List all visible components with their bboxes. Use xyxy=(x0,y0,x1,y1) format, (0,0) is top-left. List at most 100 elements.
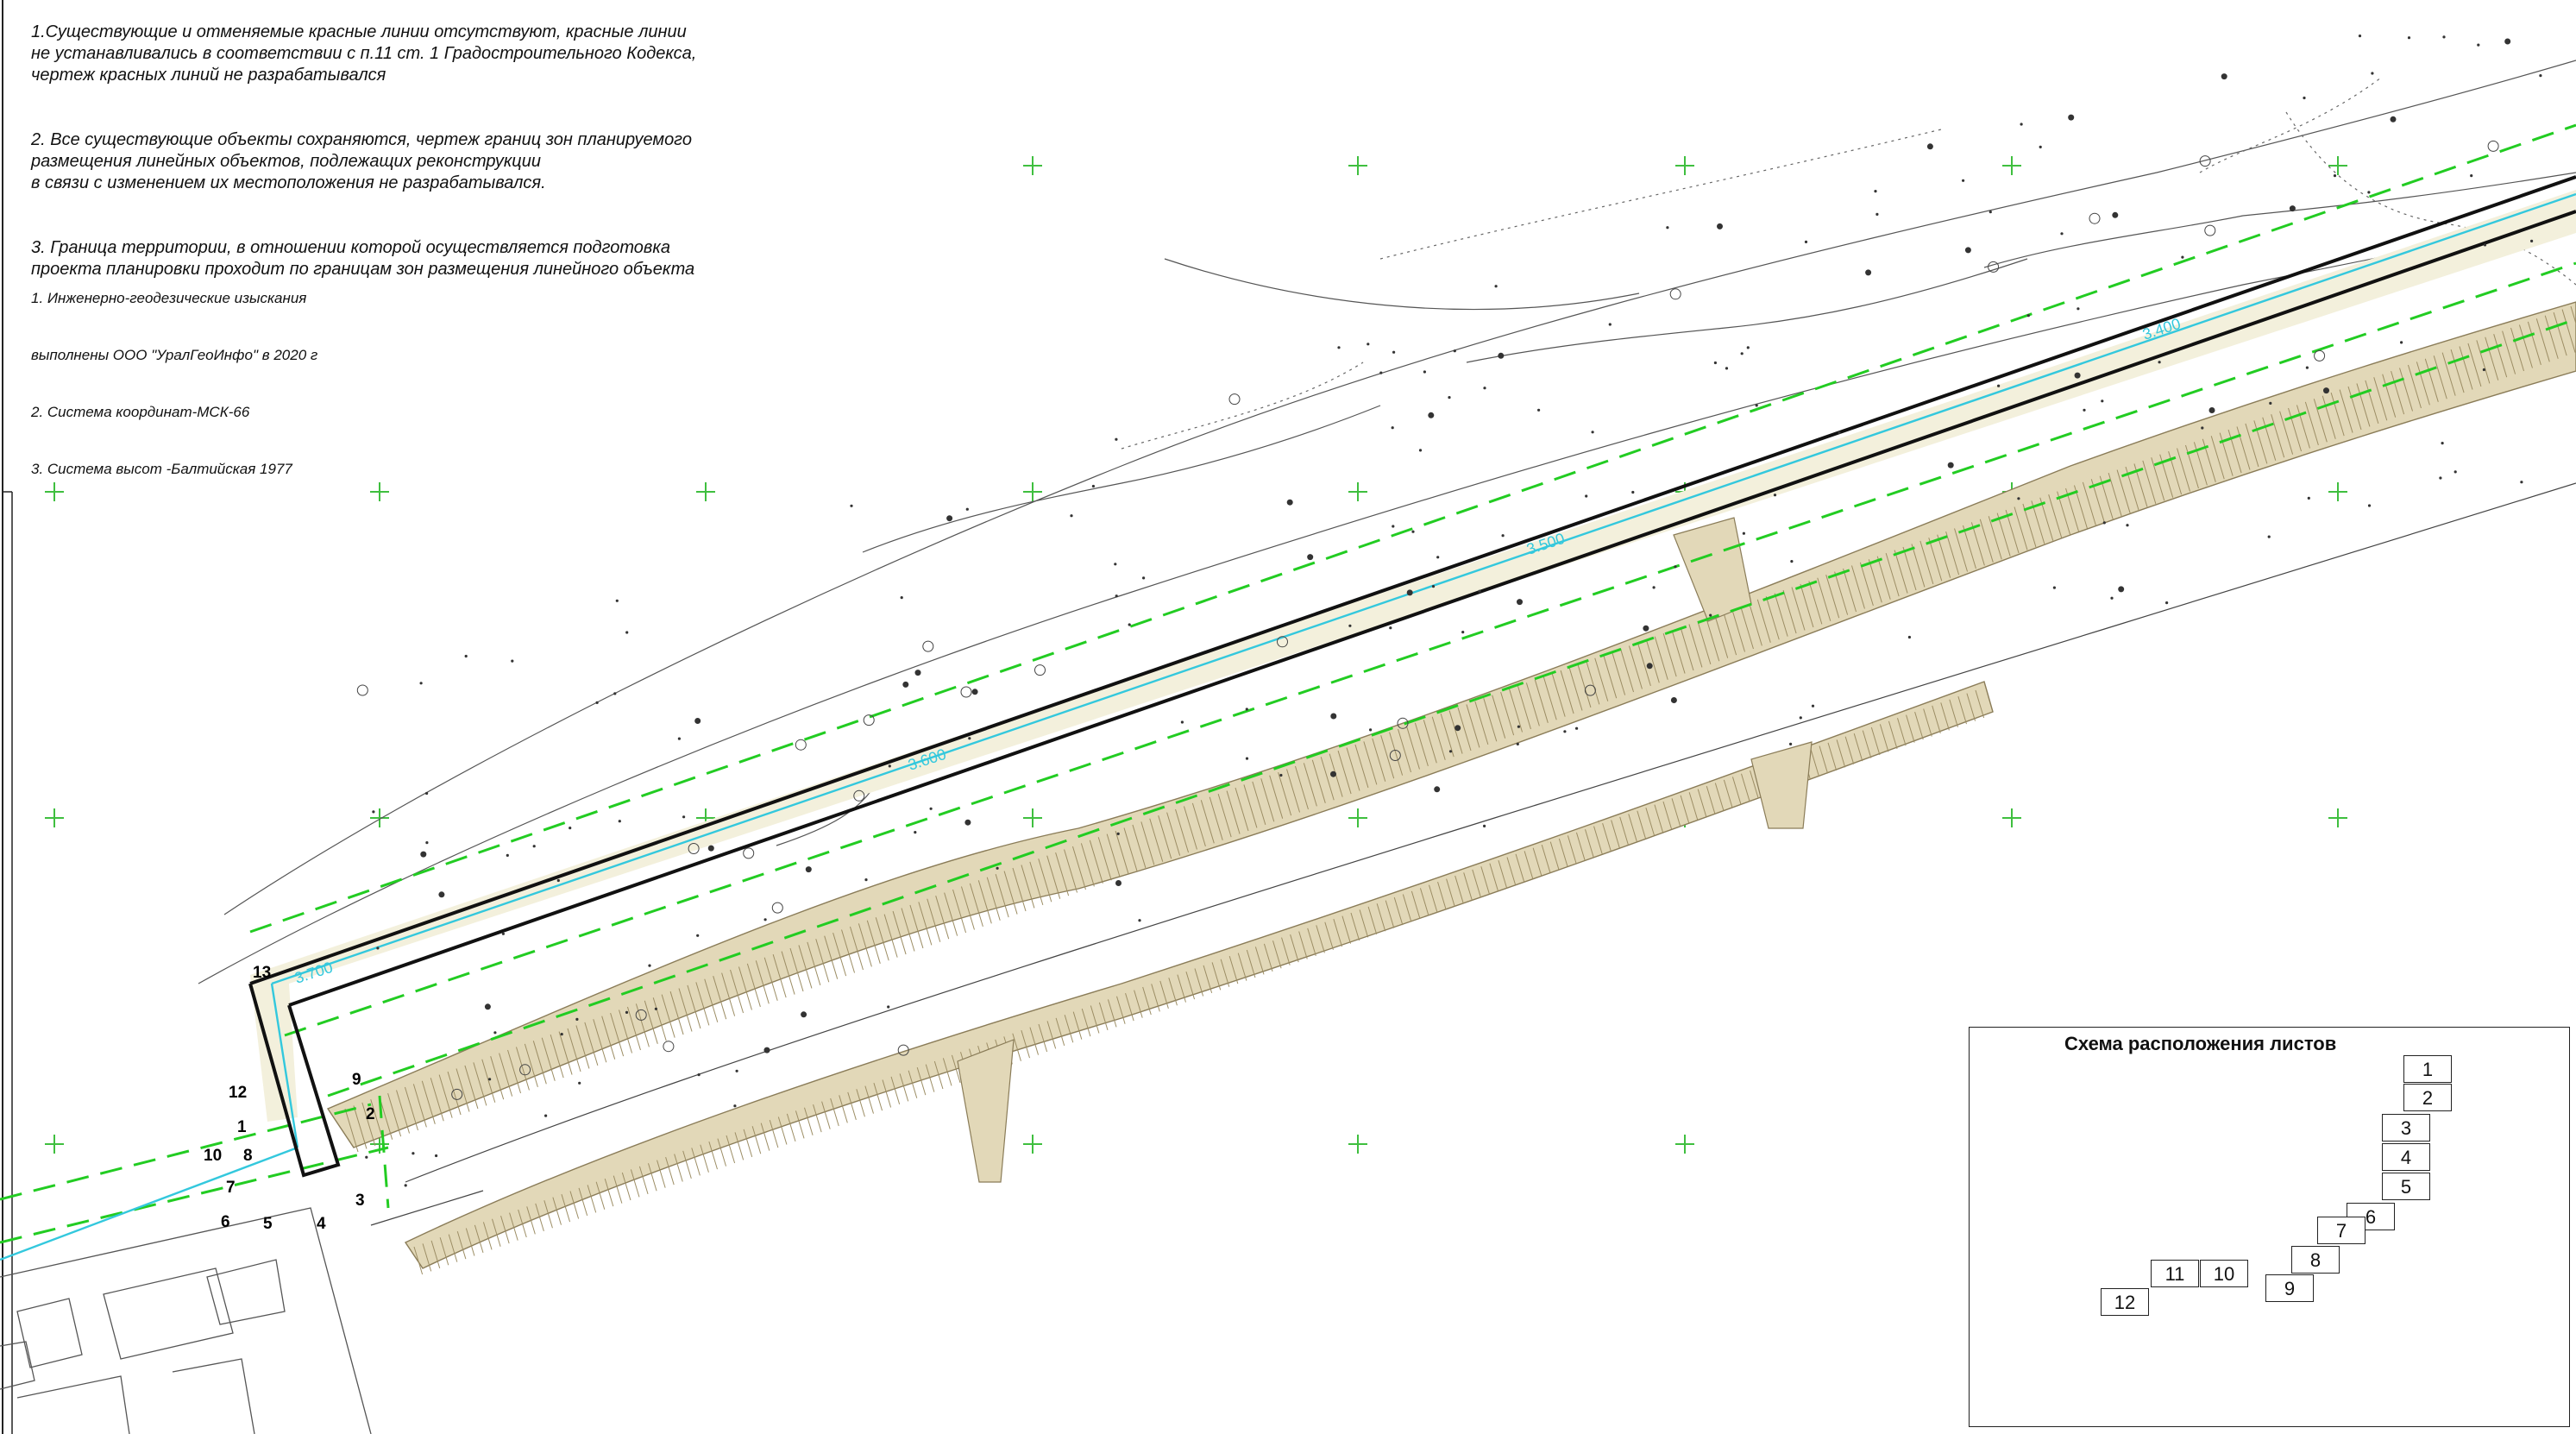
hatch-stroke xyxy=(1367,906,1378,934)
survey-point xyxy=(2083,408,2086,412)
hatch-stroke xyxy=(1819,745,1829,774)
general-notes: 1.Существующие и отменяемые красные лини… xyxy=(31,0,790,324)
survey-point xyxy=(2530,239,2534,242)
survey-point xyxy=(1962,179,1965,182)
hatch-stroke xyxy=(1278,771,1292,816)
survey-point xyxy=(2017,497,2020,500)
hatch-stroke xyxy=(1637,642,1651,687)
hatch-stroke xyxy=(1534,679,1549,723)
survey-point xyxy=(1330,713,1337,720)
survey-point xyxy=(2267,535,2271,538)
hatch-stroke xyxy=(1492,695,1506,739)
hatch-stroke xyxy=(2227,429,2242,474)
survey-point xyxy=(1865,269,1872,276)
territory-boundary xyxy=(248,175,2576,1178)
hatch-stroke xyxy=(2151,457,2165,501)
survey-point xyxy=(435,1154,438,1158)
hatch-stroke xyxy=(1844,736,1855,764)
hatch-stroke xyxy=(1662,633,1677,677)
survey-point xyxy=(1997,384,2001,387)
hatch-stroke xyxy=(1500,691,1515,736)
hatch-stroke xyxy=(1586,661,1600,705)
survey-point xyxy=(2303,96,2306,100)
road-zone-fill xyxy=(250,190,2576,1122)
hatch-stroke xyxy=(1038,859,1052,903)
hatch-stroke xyxy=(492,1218,501,1247)
survey-point xyxy=(1369,728,1373,732)
hatch-stroke xyxy=(1021,1030,1030,1059)
survey-point xyxy=(1643,625,1649,632)
survey-point xyxy=(1397,717,1409,729)
hatch-stroke xyxy=(595,1181,606,1210)
zone-boundary-dashed xyxy=(0,123,2576,1244)
hatch-stroke xyxy=(593,1019,607,1063)
survey-point xyxy=(887,1005,890,1009)
point-label-2: 2 xyxy=(366,1105,375,1123)
hatch-stroke xyxy=(361,1102,376,1146)
hatch-stroke xyxy=(1116,996,1126,1024)
hatch-stroke xyxy=(1115,830,1129,875)
survey-point xyxy=(1907,635,1911,639)
hatch-stroke xyxy=(883,914,898,958)
hatch-stroke xyxy=(1928,538,1943,582)
hatch-stroke xyxy=(1688,624,1703,668)
grid-cross-mark xyxy=(1348,156,1367,175)
point-label-1: 1 xyxy=(237,1118,247,1136)
survey-point xyxy=(356,684,368,696)
hatch-stroke xyxy=(1217,794,1232,838)
hatch-stroke xyxy=(682,1150,692,1179)
survey-point xyxy=(900,596,903,600)
hatch-stroke xyxy=(499,1053,513,1097)
hatch-stroke xyxy=(1411,890,1421,920)
survey-point xyxy=(2077,307,2080,311)
survey-point xyxy=(493,1031,497,1035)
survey-point xyxy=(2199,155,2211,167)
hatch-stroke xyxy=(815,939,830,983)
survey-point xyxy=(1804,240,1808,243)
survey-point xyxy=(420,851,427,858)
scheme-title: Схема расположения листов xyxy=(2064,1033,2337,1054)
hatch-stroke xyxy=(1954,528,1969,572)
survey-point xyxy=(696,934,700,937)
grid-cross-mark xyxy=(2328,156,2347,175)
hatch-stroke xyxy=(1957,696,1967,725)
survey-point xyxy=(964,819,971,826)
survey-point xyxy=(1423,370,1426,374)
hatch-stroke xyxy=(969,883,983,928)
survey-point xyxy=(569,827,572,830)
hatch-stroke xyxy=(1021,865,1035,909)
hatch-stroke xyxy=(1203,965,1213,994)
hatch-stroke xyxy=(2407,364,2422,409)
survey-point xyxy=(996,866,999,870)
hatch-stroke xyxy=(2014,506,2028,550)
hatch-stroke xyxy=(1132,824,1147,869)
survey-point xyxy=(1277,636,1288,648)
hatch-stroke xyxy=(726,1135,736,1164)
survey-point xyxy=(618,820,621,823)
survey-point xyxy=(1516,742,1519,746)
survey-point xyxy=(2520,481,2523,484)
survey-point xyxy=(654,1007,658,1010)
hatch-stroke xyxy=(430,1078,444,1122)
hatch-stroke xyxy=(1897,718,1907,746)
survey-point xyxy=(688,843,700,854)
hatch-stroke xyxy=(1089,840,1103,884)
survey-note-3: 2. Система координат-МСК-66 xyxy=(31,404,250,420)
hatch-stroke xyxy=(524,1043,538,1088)
hatch-stroke xyxy=(1166,812,1181,856)
survey-point xyxy=(1517,725,1520,728)
hatch-stroke xyxy=(2253,420,2268,464)
survey-point xyxy=(1115,880,1122,886)
hatch-stroke xyxy=(1765,596,1780,640)
hatch-stroke xyxy=(678,988,693,1032)
survey-point xyxy=(929,807,933,810)
hatch-stroke xyxy=(1879,724,1889,752)
hatch-stroke xyxy=(1885,553,1900,597)
survey-point xyxy=(484,1003,491,1010)
hatch-stroke xyxy=(1320,757,1335,801)
existing-buildings xyxy=(0,1207,372,1434)
hatch-stroke xyxy=(1697,620,1712,664)
survey-point xyxy=(743,847,755,859)
hatch-stroke xyxy=(2518,324,2533,368)
hatch-stroke xyxy=(2005,509,2020,554)
